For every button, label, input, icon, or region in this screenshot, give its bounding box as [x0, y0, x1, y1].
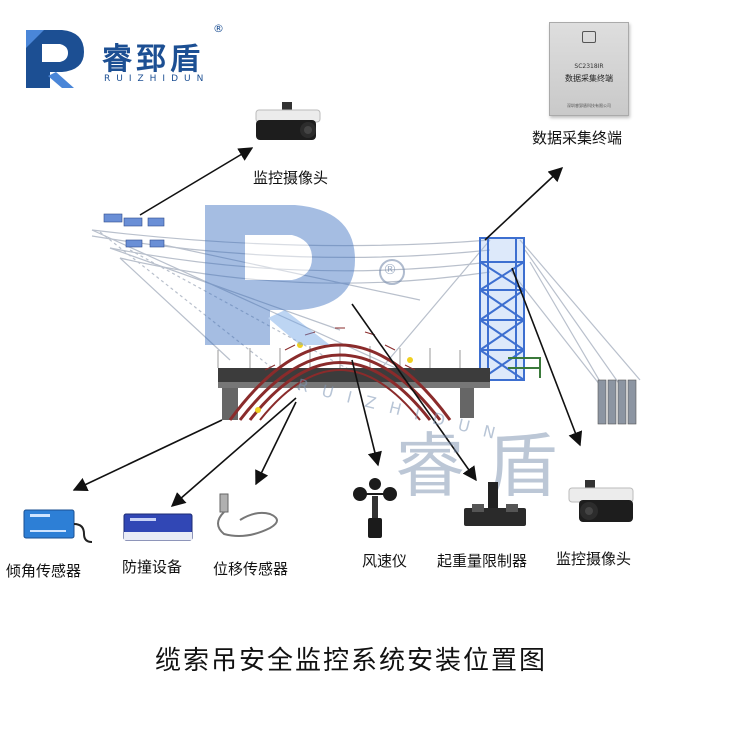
label-data-terminal: 数据采集终端 [532, 129, 623, 147]
gantry-tower [479, 237, 525, 381]
watermark-logo-icon [205, 205, 355, 345]
arch-bracing [264, 327, 416, 371]
brand-logo-icon [26, 30, 84, 88]
arrow-to-weight-limiter [351, 303, 477, 482]
arrow-to-camera-right [511, 267, 583, 447]
data-terminal-box: SC2318IR 数据采集终端 深圳睿郅盾科技有限公司 [549, 22, 629, 116]
brand-name-en: RUIZHIDUN [104, 74, 210, 84]
arrow-to-displacement [255, 401, 297, 486]
tilt-sensor-icon [23, 509, 93, 543]
camera-right-icon [568, 480, 634, 522]
terminal-model: SC2318IR [574, 63, 604, 70]
cable-carriers [103, 213, 165, 248]
arrow-to-camera-top [139, 147, 254, 216]
watermark-cn: 睿 盾 [395, 425, 558, 507]
sensor-markers [255, 342, 413, 413]
label-tilt-sensor: 倾角传感器 [6, 562, 82, 580]
anti-collision-icon [123, 513, 193, 541]
bridge-deck [217, 346, 490, 420]
label-camera-top: 监控摄像头 [253, 169, 329, 187]
label-weight-limiter: 起重量限制器 [437, 552, 528, 570]
brand-registered-mark: ® [213, 22, 224, 35]
label-anemometer: 风速仪 [362, 552, 408, 570]
diagram-caption: 缆索吊安全监控系统安装位置图 [155, 646, 548, 676]
tower-base [508, 357, 541, 378]
watermark-registered: ® [383, 262, 397, 278]
label-anti-collision: 防撞设备 [122, 558, 183, 576]
brand-name-cn: 睿郅盾 [102, 42, 204, 77]
callout-arrows [72, 147, 583, 507]
arrow-to-anti-collision [170, 397, 297, 507]
displacement-sensor-icon [217, 493, 278, 537]
arrow-to-anemometer [351, 359, 382, 467]
terminal-box-footer: 深圳睿郅盾科技有限公司 [567, 103, 611, 108]
label-camera-right: 监控摄像头 [556, 550, 632, 568]
cable-lines [91, 229, 641, 391]
camera-top-icon [255, 102, 321, 140]
arrow-to-tilt-sensor [72, 419, 223, 491]
terminal-logo-icon [582, 31, 596, 43]
right-piers [597, 379, 637, 425]
anemometer-icon [353, 478, 397, 538]
weight-limiter-icon [464, 482, 526, 526]
steel-arch [228, 343, 452, 421]
label-displacement-sensor: 位移传感器 [213, 560, 289, 578]
terminal-box-title: 数据采集终端 [565, 74, 613, 83]
arrow-to-data-terminal [484, 167, 564, 241]
